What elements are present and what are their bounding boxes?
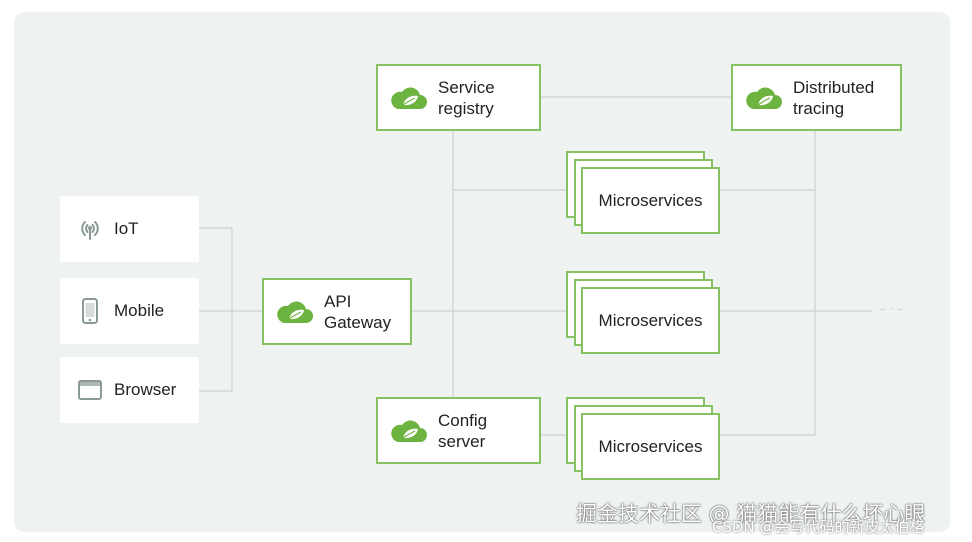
api-gateway-box: API Gateway [262,278,412,345]
distributed-tracing-line1: Distributed [793,77,875,97]
client-iot: IoT [60,196,199,262]
spring-cloud-icon [391,87,427,109]
client-browser: Browser [60,357,199,423]
smartphone-icon [82,298,98,324]
config-server-box: Config server [376,397,541,464]
microservices-box: Microservices [581,413,720,480]
service-registry-line2: registry [438,98,494,118]
client-mobile-label: Mobile [114,301,165,320]
client-browser-label: Browser [114,380,177,399]
microservices-box: Microservices [581,167,720,234]
antenna-icon [81,221,99,240]
distributed-tracing-box: Distributed tracing [731,64,902,131]
ellipsis-continuation: – · – [880,302,904,316]
browser-window-icon [78,380,102,400]
distributed-tracing-line2: tracing [793,98,845,118]
watermark-csdn: CSDN @会写代码的新皮太伯格 [712,518,925,536]
config-server-line2: server [438,431,486,451]
spring-cloud-icon [746,87,782,109]
api-gateway-line1: API [324,291,352,311]
microservices-box: Microservices [581,287,720,354]
spring-cloud-icon [277,301,313,323]
service-registry-line1: Service [438,77,495,97]
client-bracket-line [199,227,233,392]
microservices-label: Microservices [598,310,703,330]
client-mobile: Mobile [60,278,199,344]
microservices-label: Microservices [598,436,703,456]
client-iot-label: IoT [114,219,139,238]
spring-cloud-icon [391,420,427,442]
service-registry-box: Service registry [376,64,541,131]
config-server-line1: Config [438,410,488,430]
watermark-juejin: 掘金技术社区 @ 猫猫能有什么坏心眼 [576,502,926,526]
microservices-label: Microservices [598,190,703,210]
api-gateway-line2: Gateway [324,312,392,332]
